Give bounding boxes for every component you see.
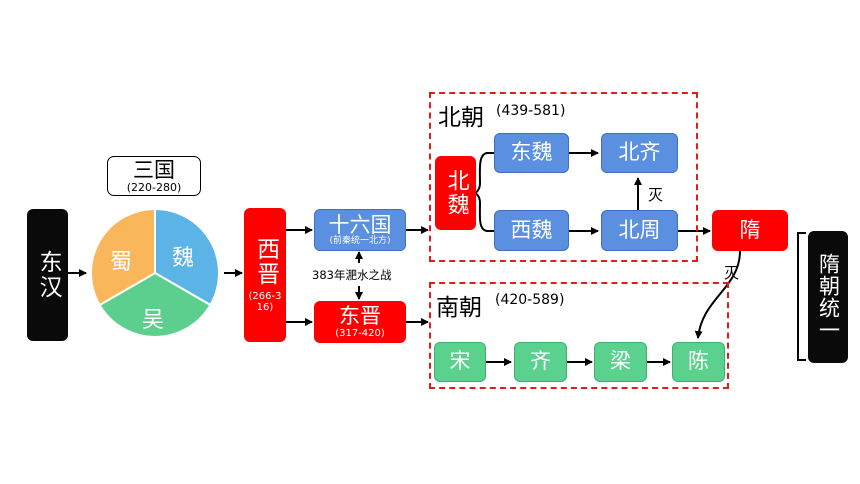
node-donghan-label: 东汉: [35, 250, 62, 300]
node-liang: 梁: [594, 342, 647, 382]
bracket-unify: [797, 232, 806, 361]
node-liang-label: 梁: [610, 349, 631, 374]
arrow-sui-chen: [694, 250, 741, 339]
node-song-label: 宋: [449, 349, 471, 374]
node-dongjin: 东晋 (317-420): [314, 301, 406, 343]
node-beizhou-label: 北周: [618, 217, 661, 242]
sanguo-title: 三国: [133, 158, 175, 182]
nanchao-years: (420-589): [495, 292, 565, 308]
pie-label-wu: 吴: [142, 308, 165, 333]
node-beiqi-label: 北齐: [618, 140, 661, 165]
node-xiwei: 西魏: [494, 210, 569, 251]
sanguo-label-box: 三国 (220-280): [107, 156, 201, 196]
node-beiwei-label: 北魏: [443, 169, 469, 217]
node-xiwei-label: 西魏: [510, 217, 553, 242]
node-qi: 齐: [514, 342, 567, 382]
node-beizhou: 北周: [601, 210, 678, 251]
node-dongjin-years: (317-420): [335, 328, 385, 340]
node-song: 宋: [434, 342, 486, 382]
node-xijin-label: 西晋: [252, 237, 279, 287]
node-qi-label: 齐: [530, 349, 551, 374]
pie-slice-wu: [98, 271, 212, 338]
node-shiliuguo-sub: (前秦统一北方): [329, 235, 391, 246]
nanchao-title: 南朝: [436, 295, 482, 321]
pie-slice-wei: [154, 207, 220, 307]
sanguo-years: (220-280): [126, 181, 182, 194]
pie-slice-shu: [90, 207, 156, 307]
node-donghan: 东汉: [27, 209, 68, 341]
node-chen: 陈: [672, 342, 725, 382]
beichao-years: (439-581): [496, 103, 566, 119]
node-shiliuguo: 十六国 (前秦统一北方): [314, 209, 406, 251]
node-sui: 隋: [712, 210, 788, 251]
mie-label-north: 灭: [648, 186, 664, 204]
node-dongwei-label: 东魏: [510, 140, 553, 165]
beichao-group: [429, 92, 698, 262]
node-sui-unify-label: 隋朝统一: [816, 253, 841, 341]
battle-label: 383年淝水之战: [312, 268, 392, 282]
node-shiliuguo-label: 十六国: [328, 212, 392, 237]
node-xijin-years: (266-316): [248, 291, 282, 313]
node-dongjin-label: 东晋: [339, 303, 381, 328]
beichao-title: 北朝: [438, 105, 484, 131]
node-sui-label: 隋: [739, 217, 761, 242]
nanchao-group: [429, 282, 729, 389]
node-beiqi: 北齐: [601, 133, 678, 173]
pie-label-shu: 蜀: [110, 250, 133, 275]
node-beiwei: 北魏: [435, 156, 476, 230]
node-chen-label: 陈: [688, 349, 709, 374]
node-dongwei: 东魏: [494, 133, 569, 173]
node-xijin: 西晋 (266-316): [244, 208, 286, 342]
node-sui-unify: 隋朝统一: [808, 231, 848, 363]
pie-label-wei: 魏: [172, 246, 195, 271]
mie-label-south: 灭: [724, 264, 740, 282]
